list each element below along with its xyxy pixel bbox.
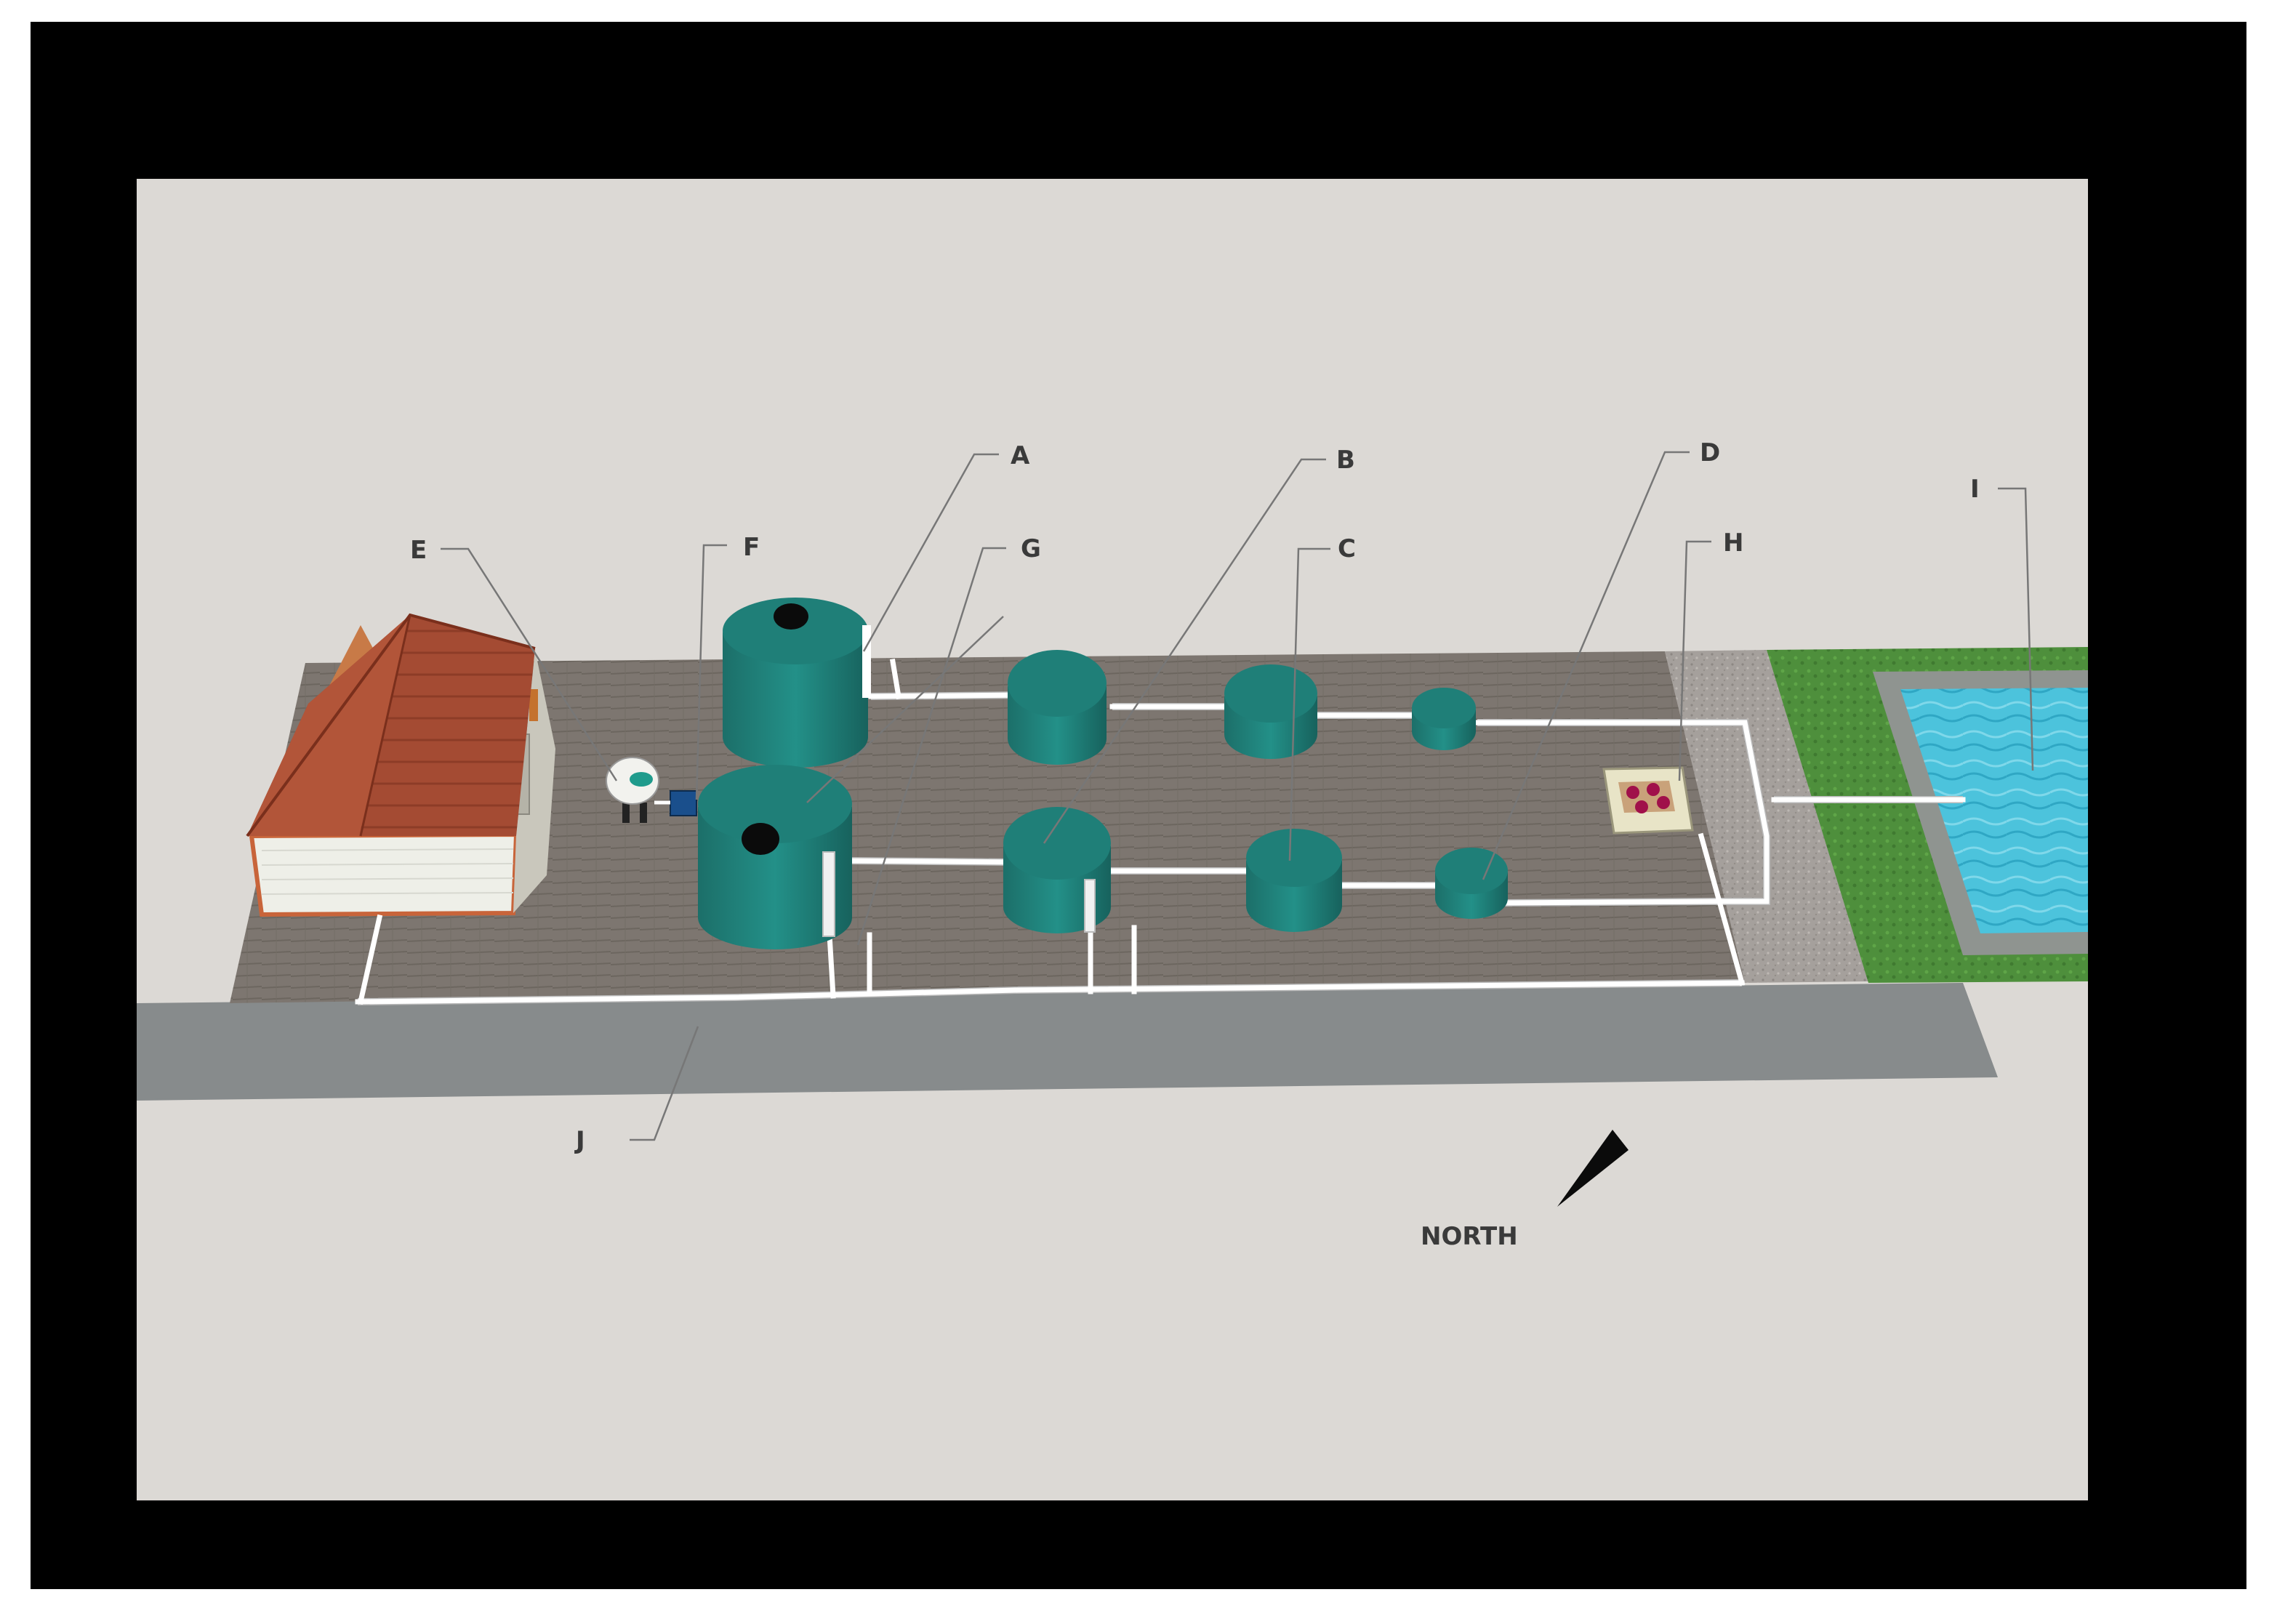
north-arrow-icon <box>1557 1130 1629 1207</box>
label-a: A <box>1011 441 1030 470</box>
pump-unit <box>654 790 697 816</box>
north-arrow: NORTH <box>1421 1130 1629 1251</box>
road <box>137 983 1998 1101</box>
label-g: G <box>1021 534 1041 563</box>
tank-c-upper <box>1224 664 1317 759</box>
label-j: J <box>574 1126 585 1155</box>
wooden-deck <box>230 651 1745 1003</box>
tank-d-upper <box>1412 688 1476 750</box>
tank-b-lower <box>1003 807 1111 933</box>
label-e: E <box>410 536 427 565</box>
label-b: B <box>1336 446 1355 475</box>
tank-c-lower <box>1246 829 1342 932</box>
label-h: H <box>1723 528 1743 558</box>
label-i: I <box>1970 475 1980 504</box>
storage-building <box>246 613 555 917</box>
tank-b-upper <box>1008 650 1107 765</box>
north-label: NORTH <box>1421 1222 1518 1251</box>
swimming-pool <box>1873 670 2088 955</box>
planter-box <box>1602 766 1694 835</box>
tank-a-upper <box>723 598 871 768</box>
label-d: D <box>1700 438 1720 467</box>
label-f: F <box>743 533 760 562</box>
feed-tank <box>606 757 659 823</box>
gravel-strip <box>1665 650 1868 983</box>
pipe-network <box>355 658 1966 1005</box>
leader-lines <box>441 451 2034 1141</box>
label-c: C <box>1338 534 1356 563</box>
tank-d-lower <box>1435 848 1508 919</box>
tank-a-lower <box>698 765 852 949</box>
